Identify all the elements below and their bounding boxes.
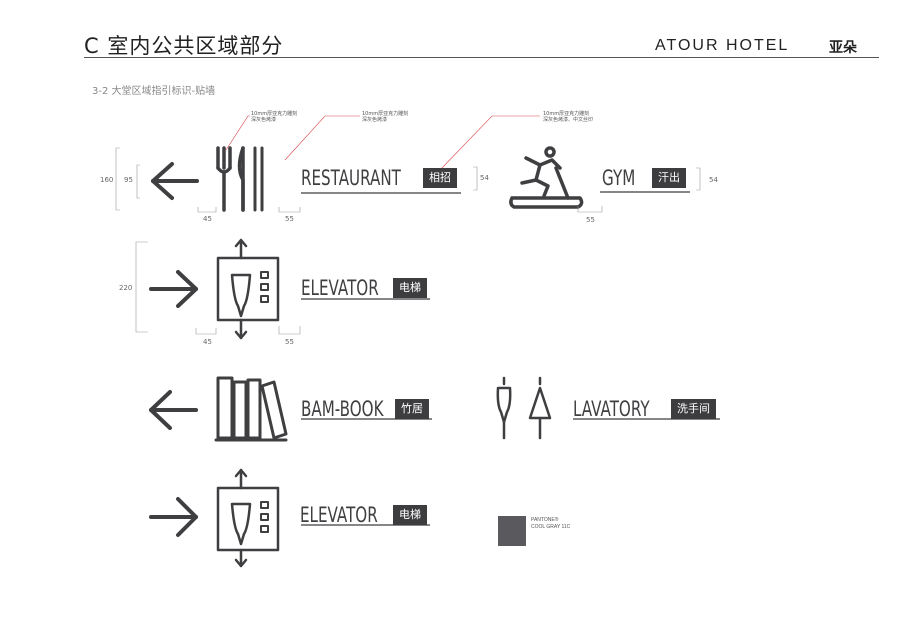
note-line: 10mm厚亚克力雕刻 — [362, 111, 409, 117]
woman-toilet-icon — [528, 376, 552, 440]
note-line: 10mm厚亚克力雕刻 — [251, 111, 298, 117]
cutlery-icon — [216, 146, 264, 212]
sign-tag-lavatory: 洗手间 — [671, 399, 716, 419]
dim-220: 220 — [119, 284, 133, 292]
dim-54-gym: 54 — [709, 176, 718, 184]
sign-word-lavatory: LAVATORY — [573, 397, 650, 421]
elevator-icon — [216, 238, 280, 340]
material-note-2: 10mm厚亚克力雕刻深灰色烤漆 — [362, 111, 408, 123]
sign-word-elevator: ELEVATOR — [301, 276, 379, 300]
dim-45-elevator: 45 — [203, 338, 212, 346]
arrow-right-icon-2 — [149, 497, 198, 537]
sign-tag-elevator-2: 电梯 — [393, 505, 427, 525]
dim-160: 160 — [100, 176, 114, 184]
sign-word-bam-book: BAM-BOOK — [301, 397, 384, 421]
dim-95: 95 — [124, 176, 133, 184]
swatch-line: COOL GRAY 11C — [531, 524, 571, 530]
dim-55: 55 — [285, 215, 294, 223]
color-swatch — [498, 516, 526, 546]
page-title: C 室内公共区域部分 — [84, 34, 284, 58]
material-note-3: 10mm厚亚克力雕刻深灰色烤漆、中文丝印 — [543, 111, 593, 123]
sign-word-elevator-2: ELEVATOR — [300, 503, 378, 527]
dim-55-gym: 55 — [586, 216, 595, 224]
sign-tag-restaurant: 相招 — [423, 168, 457, 188]
elevator-icon-2 — [216, 468, 280, 568]
arrow-left-icon-2 — [149, 390, 198, 430]
note-line: 10mm厚亚克力雕刻 — [543, 111, 590, 117]
books-icon — [214, 376, 288, 442]
note-line: 深灰色烤漆 — [362, 117, 388, 123]
section-heading: 3-2 大堂区域指引标识-贴墙 — [92, 86, 216, 97]
sign-tag-gym: 汗出 — [652, 168, 686, 188]
arrow-right-icon — [149, 270, 198, 308]
dim-45: 45 — [203, 215, 212, 223]
sign-word-restaurant: RESTAURANT — [301, 166, 401, 190]
treadmill-icon — [509, 146, 584, 209]
brand-logo-cn: 亚朵 — [829, 40, 857, 56]
sign-tag-elevator: 电梯 — [393, 278, 427, 298]
note-line: 深灰色烤漆 — [251, 117, 277, 123]
swatch-line: PANTONE® — [531, 517, 559, 523]
material-note-1: 10mm厚亚克力雕刻深灰色烤漆 — [251, 111, 297, 123]
note-line: 深灰色烤漆、中文丝印 — [543, 117, 594, 123]
dim-55-elevator: 55 — [285, 338, 294, 346]
color-swatch-label: PANTONE® COOL GRAY 11C — [531, 517, 570, 531]
brand-logo: ATOUR HOTEL — [655, 37, 790, 54]
man-toilet-icon — [496, 376, 512, 440]
sign-tag-bam-book: 竹居 — [395, 399, 429, 419]
sign-word-gym: GYM — [602, 166, 636, 190]
header-divider — [84, 57, 879, 58]
arrow-left-icon — [151, 162, 199, 200]
dim-54: 54 — [480, 174, 489, 182]
